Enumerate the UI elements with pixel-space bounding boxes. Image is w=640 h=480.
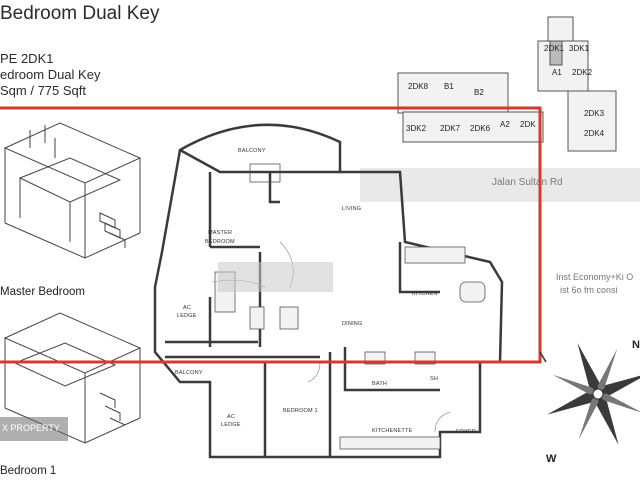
key-unit-2dk: 2DK xyxy=(520,120,536,129)
key-unit-2dk4: 2DK4 xyxy=(584,129,605,138)
room-dining: DINING xyxy=(342,321,362,327)
highlight-frame xyxy=(0,106,542,364)
key-unit-a2: A2 xyxy=(500,120,510,129)
plan-title: Bedroom Dual Key xyxy=(0,3,160,24)
unit-type: PE 2DK1 xyxy=(0,51,54,66)
floor-plan: BALCONY LIVING MASTER BEDROOM AC LEDGE K… xyxy=(153,123,504,459)
compass-rose: W N xyxy=(546,339,640,465)
room-living: LIVING xyxy=(342,206,361,212)
key-unit-a1: A1 xyxy=(552,68,562,77)
road-strip xyxy=(360,168,640,202)
side-note-2: ist 6o fm consi xyxy=(560,285,618,295)
room-master-sub: BEDROOM xyxy=(205,239,235,245)
compass-n: N xyxy=(632,339,640,351)
key-unit-2dk2: 2DK2 xyxy=(572,68,593,77)
key-plan: 2DK1 3DK1 A1 2DK2 2DK8 B1 B2 2DK3 3DK2 2… xyxy=(397,16,617,152)
key-unit-2dk3: 2DK3 xyxy=(584,109,605,118)
label-master-bedroom: Master Bedroom xyxy=(0,286,86,298)
room-bath: BATH xyxy=(372,381,387,387)
key-unit-2dk1: 2DK1 xyxy=(544,44,565,53)
key-unit-3dk1: 3DK1 xyxy=(569,44,590,53)
key-unit-b1: B1 xyxy=(444,82,454,91)
label-bedroom-1: Bedroom 1 xyxy=(0,465,57,477)
key-unit-2dk7: 2DK7 xyxy=(440,124,461,133)
key-unit-b2: B2 xyxy=(474,88,484,97)
road-label: Jalan Sultan Rd xyxy=(492,177,563,188)
room-sh: SH xyxy=(430,376,438,382)
room-kitchen: KITCHEN xyxy=(412,291,438,297)
room-kitchenette: KITCHENETTE xyxy=(372,428,413,434)
room-ac-ledge-2: AC xyxy=(227,414,235,420)
key-unit-3dk2: 3DK2 xyxy=(406,124,427,133)
room-ac-ledge-1: AC xyxy=(183,305,191,311)
unit-subtitle: edroom Dual Key xyxy=(0,67,101,82)
watermark-text: X PROPERTY xyxy=(2,423,60,433)
room-foyer: FOYER xyxy=(456,429,476,435)
side-note-1: Inst Economy+Ki O xyxy=(556,272,634,282)
room-balcony-bottom: BALCONY xyxy=(175,370,203,376)
room-master: MASTER xyxy=(208,230,232,236)
compass-w: W xyxy=(546,453,557,465)
room-bedroom-1: BEDROOM 1 xyxy=(283,408,318,414)
unit-area: Sqm / 775 Sqft xyxy=(0,83,86,98)
key-unit-2dk6: 2DK6 xyxy=(470,124,491,133)
room-ac-ledge-2b: LEDGE xyxy=(221,422,241,428)
room-balcony-top: BALCONY xyxy=(238,148,266,154)
isometric-sketches xyxy=(3,122,142,444)
watermark: X PROPERTY xyxy=(0,417,68,441)
key-unit-2dk8: 2DK8 xyxy=(408,82,429,91)
room-ac-ledge-1b: LEDGE xyxy=(177,313,197,319)
